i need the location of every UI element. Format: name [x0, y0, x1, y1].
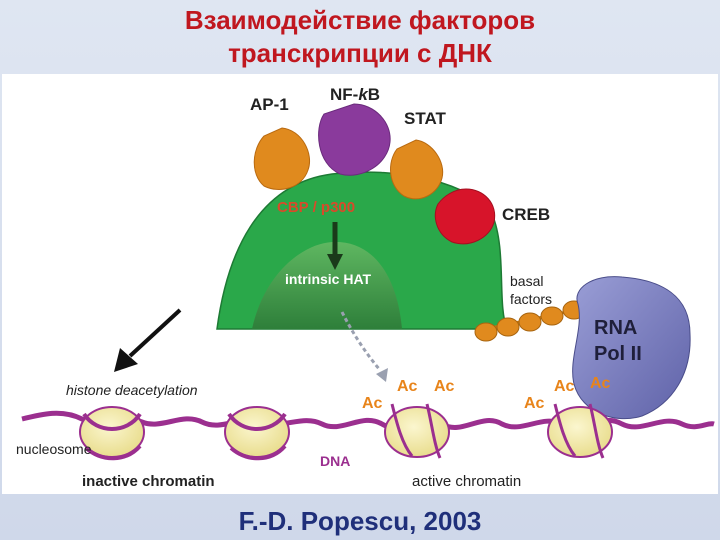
- histone-deacetylation-arrowhead: [114, 348, 138, 372]
- diagram-panel: CBP / p300 intrinsic HAT AP-1 NF-kB STAT…: [2, 74, 718, 494]
- dna-label: DNA: [320, 453, 350, 469]
- intrinsic-hat-label: intrinsic HAT: [285, 271, 372, 287]
- nucleosome-4: [547, 403, 613, 459]
- basal-factors-label-line1: basal: [510, 273, 543, 289]
- basal-factor-bead: [540, 306, 564, 326]
- hat-to-chromatin-arrowhead: [376, 368, 388, 382]
- basal-factors-label-line2: factors: [510, 291, 552, 307]
- rna-pol-ii: [572, 276, 691, 420]
- nucleosome-3: [384, 403, 450, 459]
- creb-factor: [434, 188, 496, 245]
- rna-pol-ii-label-line2: Pol II: [594, 343, 642, 365]
- slide-title: Взаимодействие факторов транскрипции с Д…: [0, 4, 720, 70]
- stat-label: STAT: [404, 109, 446, 128]
- inactive-chromatin-label: inactive chromatin: [82, 473, 215, 490]
- nfkb-label: NF-kB: [330, 85, 380, 104]
- nucleosome-label: nucleosome: [16, 441, 92, 457]
- histone-deacetylation-arrow: [128, 308, 182, 358]
- acetyl-label: Ac: [397, 378, 418, 395]
- nfkb-factor: [318, 103, 391, 176]
- basal-factor-bead: [518, 312, 542, 332]
- hat-to-chromatin-arrow: [340, 311, 382, 371]
- transcription-diagram: CBP / p300 intrinsic HAT AP-1 NF-kB STAT…: [16, 85, 715, 490]
- basal-factor-bead: [474, 322, 498, 342]
- active-chromatin-label: active chromatin: [412, 473, 521, 490]
- intrinsic-hat-domain: [252, 241, 402, 329]
- citation: F.-D. Popescu, 2003: [238, 506, 482, 536]
- slide-title-line-2: транскрипции с ДНК: [228, 38, 492, 68]
- nucleosome-2: [224, 406, 290, 461]
- nucleosome-1: [79, 406, 145, 461]
- acetyl-label: Ac: [362, 395, 383, 412]
- ap1-label: AP-1: [250, 95, 289, 114]
- cbp-p300-label: CBP / p300: [277, 199, 355, 216]
- histone-deacetylation-label: histone deacetylation: [66, 382, 198, 398]
- basal-factor-bead: [496, 317, 520, 337]
- basal-factors-chain: [474, 300, 586, 342]
- ap1-factor: [253, 127, 310, 190]
- acetyl-label: Ac: [590, 375, 611, 392]
- slide-title-line-1: Взаимодействие факторов: [184, 5, 536, 35]
- rna-pol-ii-label-line1: RNA: [594, 317, 637, 339]
- creb-label: CREB: [502, 205, 550, 224]
- stat-factor: [390, 139, 444, 200]
- acetyl-label: Ac: [434, 378, 455, 395]
- cbp-to-hat-arrowhead: [327, 254, 343, 270]
- acetyl-label: Ac: [524, 395, 545, 412]
- acetyl-label: Ac: [554, 378, 575, 395]
